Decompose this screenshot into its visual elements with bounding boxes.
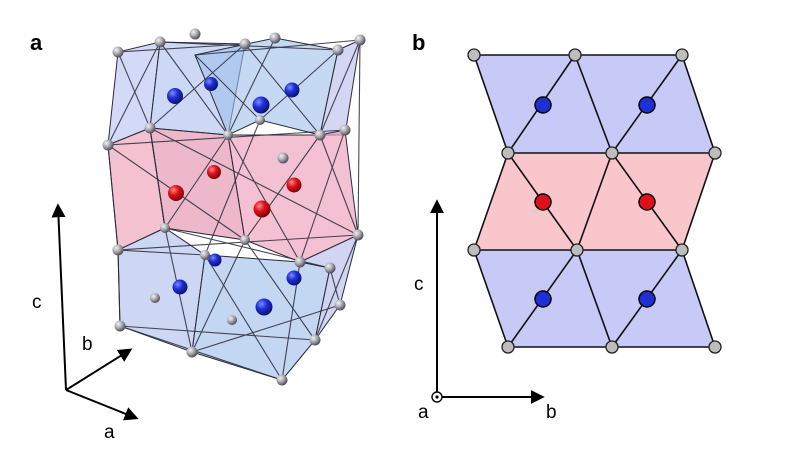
vertex-atom xyxy=(255,115,265,125)
panel-a-red-atom xyxy=(286,177,302,193)
vertex-atom xyxy=(154,36,166,48)
vertex-atom xyxy=(114,320,126,332)
panel-a-red-atom xyxy=(168,185,184,201)
vertex-atom xyxy=(334,299,346,311)
panel-a-wireframe xyxy=(107,37,361,381)
vertex-atom xyxy=(352,229,364,241)
panel-a-blue-atom xyxy=(284,82,300,98)
panel-a-vertex-atoms xyxy=(102,28,366,386)
vertex-atom xyxy=(276,374,288,386)
panel-a-axes: c b a xyxy=(32,203,139,443)
vertex-atom xyxy=(294,256,306,268)
panel-b-red-atom xyxy=(638,193,656,211)
vertex-atom xyxy=(501,146,515,160)
vertex-atom xyxy=(708,340,722,354)
panel-a-blue-atom xyxy=(252,96,270,114)
vertex-atom xyxy=(324,262,336,274)
vertex-atom xyxy=(570,243,584,257)
vertex-atom xyxy=(467,243,481,257)
panel-b-blue-atom xyxy=(638,290,656,308)
vertex-atom xyxy=(240,235,250,245)
panel-a-structure xyxy=(102,28,366,386)
vertex-atom xyxy=(112,46,124,58)
vertex-atom xyxy=(186,346,198,358)
vertex-atom xyxy=(675,48,689,62)
vertex-atom xyxy=(227,315,237,325)
panel-a-blue-atom xyxy=(204,77,218,91)
vertex-atom xyxy=(189,28,201,40)
panel-a-c-axis xyxy=(51,203,67,391)
vertex-atom xyxy=(144,122,156,134)
vertex-atom xyxy=(605,340,619,354)
vertex-atom xyxy=(339,124,351,136)
vertex-atom xyxy=(160,223,170,233)
panel-b-a-axis-dot xyxy=(435,395,439,399)
top-blue-band xyxy=(474,55,715,153)
vertex-atom xyxy=(314,129,326,141)
panel-a-blue-atom xyxy=(255,298,273,316)
panel-b-red-atom xyxy=(534,193,552,211)
vertex-atom xyxy=(309,334,321,346)
vertex-atom xyxy=(501,340,515,354)
lower-blue-face-front xyxy=(191,254,331,381)
panel-a-red-atom xyxy=(207,165,221,179)
panel-b-axes: c b a xyxy=(414,199,557,423)
panel-a-b-label: b xyxy=(82,334,93,355)
vertex-atom xyxy=(332,44,344,56)
panel-a-a-label: a xyxy=(104,422,115,443)
panel-b-projection xyxy=(467,48,722,354)
panel-a-blue-atom xyxy=(286,270,302,286)
panel-a-blue-atom xyxy=(167,88,183,104)
panel-a: a xyxy=(30,28,366,443)
vertex-atom xyxy=(269,32,281,44)
vertex-atom xyxy=(112,244,124,256)
panel-a-blue-atom xyxy=(172,279,188,295)
vertex-atom xyxy=(605,146,619,160)
vertex-atom xyxy=(467,48,481,62)
vertex-atom xyxy=(568,48,582,62)
vertex-atom xyxy=(708,146,722,160)
vertex-atom xyxy=(239,38,251,50)
panel-b-blue-atom xyxy=(534,290,552,308)
vertex-atom xyxy=(150,293,160,303)
panel-b-b-label: b xyxy=(546,402,557,423)
vertex-atom xyxy=(354,34,366,46)
panel-a-b-axis xyxy=(65,348,133,391)
panel-a-c-label: c xyxy=(32,292,42,313)
panel-b-a-label: a xyxy=(418,402,429,423)
panel-a-a-axis xyxy=(65,389,139,421)
panel-a-letter: a xyxy=(30,30,43,55)
vertex-atom xyxy=(675,243,689,257)
panel-a-blue-atom xyxy=(208,253,222,267)
lower-blue-face-left xyxy=(117,227,206,353)
vertex-atom xyxy=(277,152,289,164)
panel-b-letter: b xyxy=(412,30,425,55)
vertex-atom xyxy=(200,250,210,260)
panel-b-blue-atom xyxy=(638,96,656,114)
panel-b: b xyxy=(412,30,722,423)
panel-b-vertex-atoms xyxy=(467,48,722,354)
panel-a-red-atom xyxy=(253,200,271,218)
vertex-atom xyxy=(102,139,114,151)
panel-b-c-label: c xyxy=(414,274,424,295)
panel-b-blue-atom xyxy=(534,96,552,114)
vertex-atom xyxy=(223,130,233,140)
